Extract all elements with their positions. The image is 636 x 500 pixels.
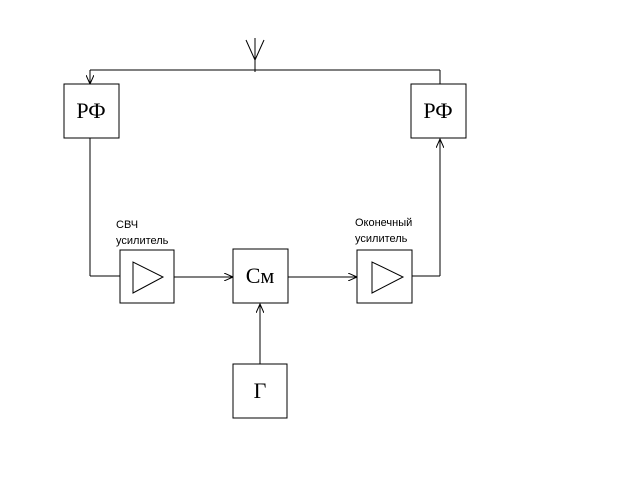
microwave-amplifier-caption-line2: усилитель — [116, 235, 169, 247]
wire-rf-to-amp — [89, 138, 120, 277]
microwave-amplifier-caption-line1: СВЧ — [116, 219, 138, 231]
generator: Г — [232, 363, 288, 419]
rf-filter-right: РФ — [410, 83, 467, 139]
microwave-amplifier — [119, 249, 175, 304]
final-amplifier-caption-line2: усилитель — [355, 233, 408, 245]
amplifier-triangle-icon — [371, 261, 405, 294]
antenna-feed-line — [90, 69, 441, 84]
rf-filter-left: РФ — [63, 83, 120, 139]
mixer: См — [232, 248, 289, 304]
wire-amp-to-rf — [412, 139, 440, 277]
mixer-label: См — [246, 263, 275, 288]
antenna-icon — [245, 38, 265, 72]
rf-filter-right-label: РФ — [423, 98, 452, 123]
final-amplifier-caption-line1: Оконечный — [355, 217, 412, 229]
final-amplifier — [356, 249, 413, 304]
generator-label: Г — [254, 378, 267, 403]
amplifier-triangle-icon — [132, 261, 165, 294]
rf-filter-left-label: РФ — [76, 98, 105, 123]
